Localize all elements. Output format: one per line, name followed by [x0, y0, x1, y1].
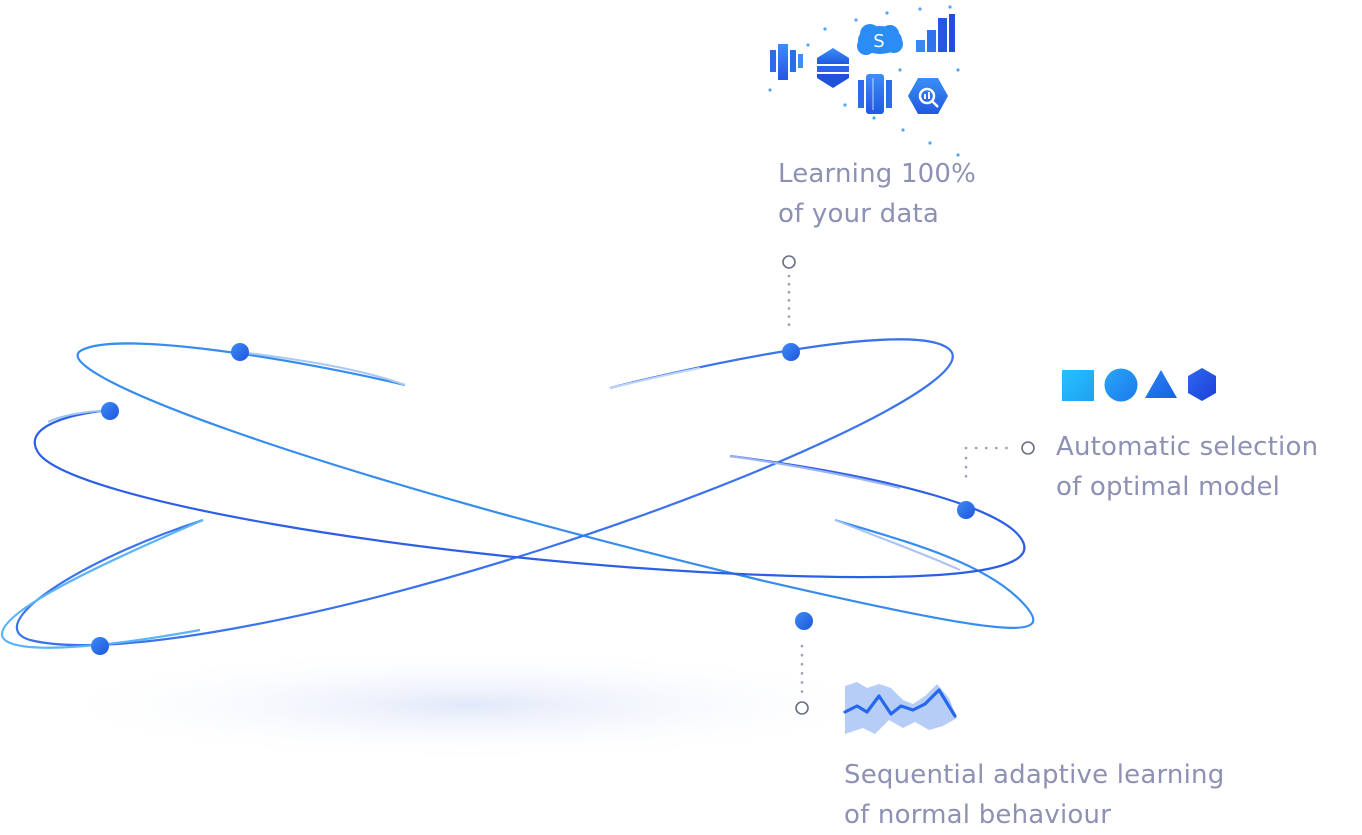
orbit-ring-fade	[10, 520, 203, 628]
orbit-node	[782, 343, 800, 361]
connector-sequential	[795, 644, 809, 715]
triangle-icon	[1145, 370, 1177, 398]
google-bigquery-icon	[908, 78, 948, 114]
square-icon	[1062, 370, 1094, 401]
circle-icon	[1104, 368, 1138, 402]
orbit-tail	[609, 367, 701, 389]
orbit-ring-fade	[239, 351, 406, 386]
aws-redshift-icon	[770, 44, 803, 80]
feature-label-data: Learning 100% of your data	[778, 154, 976, 234]
feature-label-data-line2: of your data	[778, 199, 940, 229]
feature-label-model: Automatic selection of optimal model	[1056, 427, 1318, 507]
salesforce-icon: S	[857, 24, 903, 55]
feature-label-sequential-line1: Sequential adaptive learning	[844, 760, 1225, 790]
hexagon-icon	[1188, 368, 1216, 401]
svg-text:S: S	[873, 31, 884, 52]
feature-label-model-line1: Automatic selection	[1056, 432, 1319, 462]
orbit-node	[957, 501, 975, 519]
orbit-ring	[76, 342, 1035, 629]
time-series-icon	[843, 682, 957, 734]
power-bi-icon	[916, 14, 955, 52]
orbit-tail	[834, 519, 961, 571]
feature-label-model-line2: of optimal model	[1056, 472, 1281, 502]
feature-label-data-line1: Learning 100%	[778, 159, 977, 189]
floor-shadow	[30, 647, 910, 763]
orbit-node	[795, 612, 813, 630]
orbit-ring	[33, 408, 1026, 579]
orbit-ring	[15, 338, 954, 647]
connector-model	[964, 441, 1035, 480]
orbit-ring	[0, 518, 204, 649]
data-source-sparkles	[768, 5, 960, 157]
orbit-node	[101, 402, 119, 420]
connector-data	[782, 255, 796, 330]
aws-athena-icon	[817, 48, 849, 88]
amazon-redshift-db-icon	[858, 74, 892, 114]
feature-label-sequential: Sequential adaptive learning of normal b…	[844, 755, 1224, 835]
orbit-node	[231, 343, 249, 361]
orbit-tail	[729, 455, 901, 489]
feature-label-sequential-line2: of normal behaviour	[844, 800, 1112, 830]
orbit-node	[91, 637, 109, 655]
